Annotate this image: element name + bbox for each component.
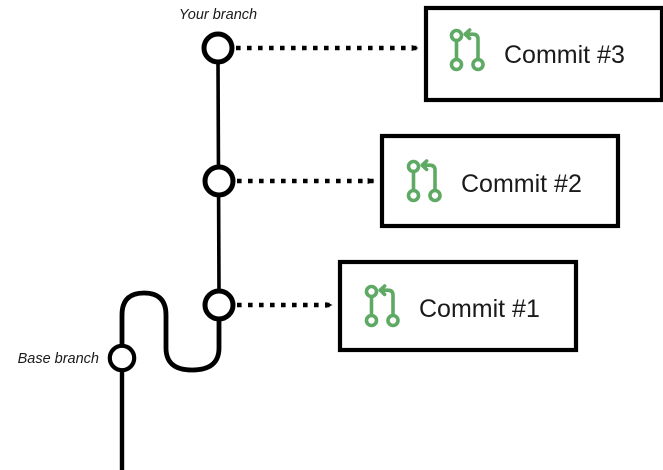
commit-card-3-border	[423, 5, 663, 103]
commit-node-3[interactable]	[201, 31, 235, 65]
commit-nodes-group	[201, 31, 236, 322]
commit-node-1[interactable]	[202, 288, 236, 322]
your-branch-label: Your branch	[179, 7, 257, 23]
commit-card-2-label: Commit #2	[461, 170, 582, 198]
base-branch-label: Base branch	[18, 351, 99, 367]
commit-card-1-label: Commit #1	[419, 295, 540, 323]
commit-card-2[interactable]: Commit #2	[379, 133, 621, 229]
commit-card-1-border	[337, 259, 579, 353]
commit-card-3-label: Commit #3	[504, 41, 625, 69]
connector-arrows-group	[236, 44, 419, 309]
commit-node-2[interactable]	[202, 164, 236, 198]
commit-card-1[interactable]: Commit #1	[337, 259, 579, 353]
base-branch-group: Base branch	[18, 290, 222, 470]
commit-card-2-border	[379, 133, 621, 229]
base-branch-merge-curve	[119, 290, 222, 373]
commit-card-3[interactable]: Commit #3	[423, 5, 663, 103]
base-branch-node[interactable]	[107, 343, 137, 373]
